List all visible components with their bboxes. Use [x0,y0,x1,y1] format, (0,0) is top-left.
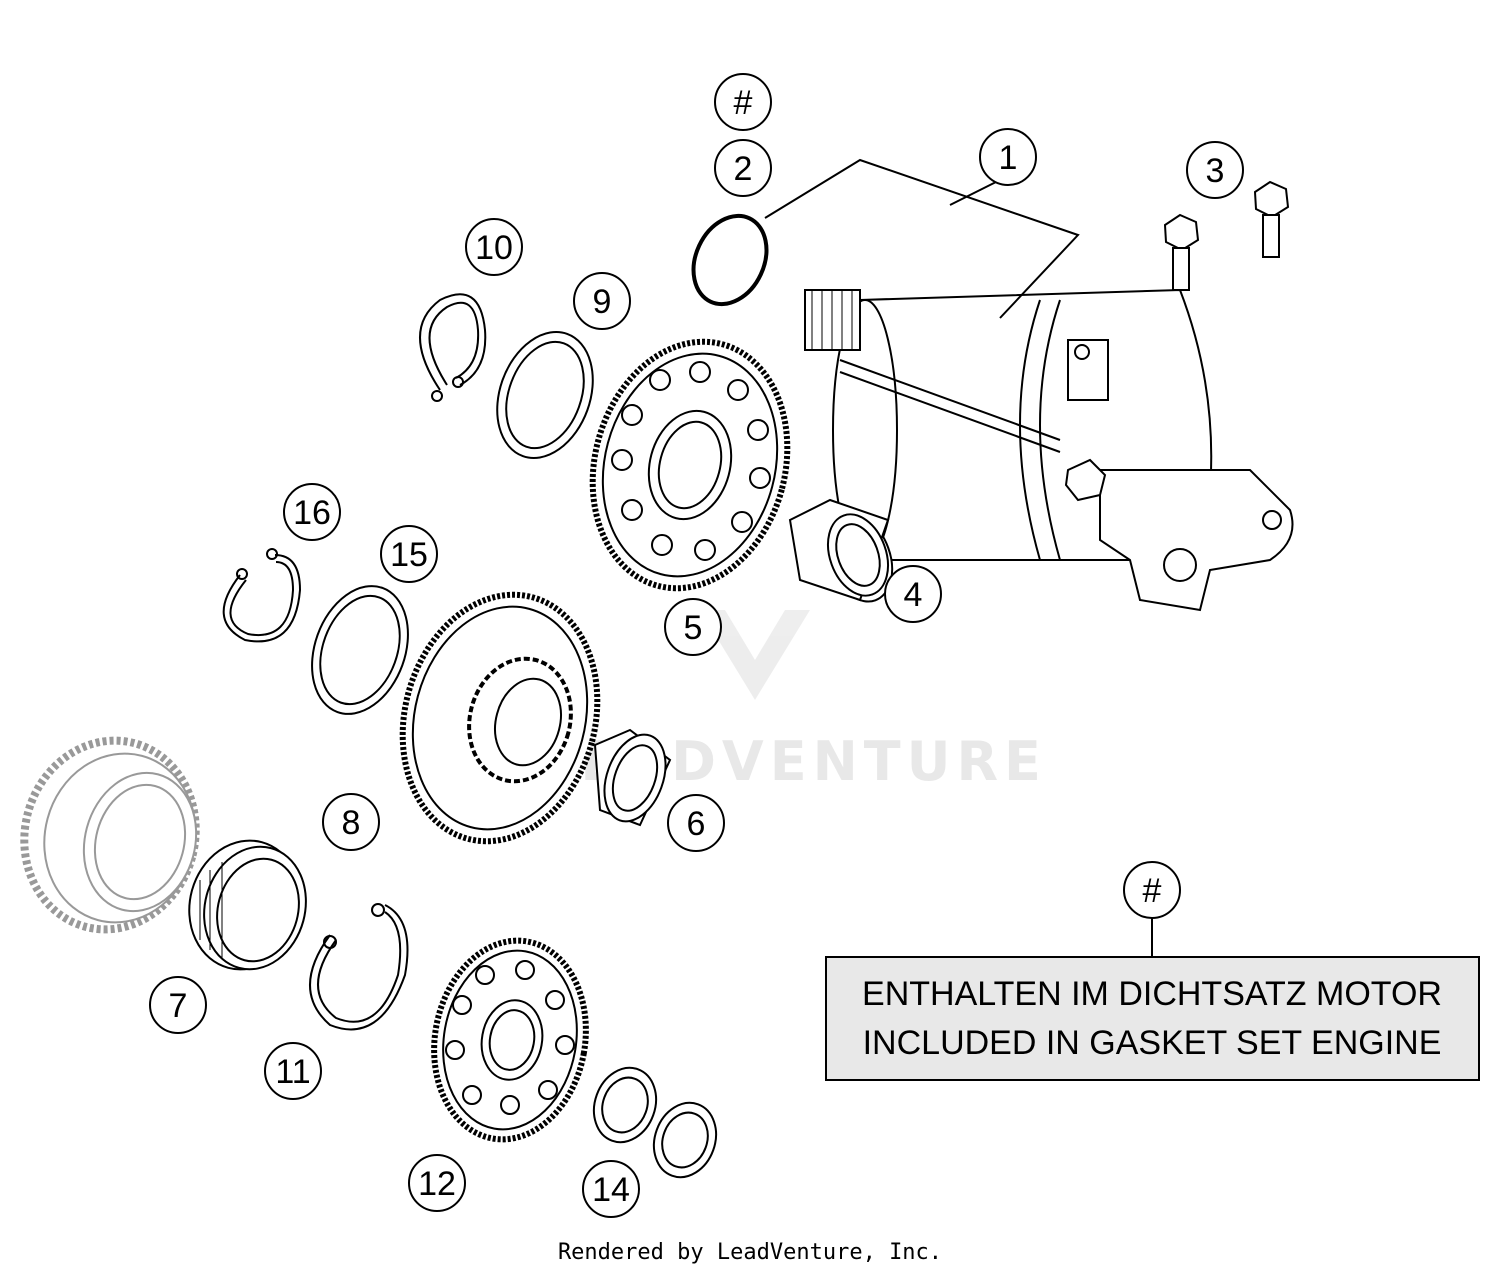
callout-hash-legend[interactable]: # [1123,861,1181,919]
freewheel-7[interactable] [175,828,319,982]
exploded-parts-diagram: LEADVENTURE [3,73,1480,1218]
needle-bearings-14[interactable] [584,1059,726,1186]
svg-text:#: # [1143,872,1162,910]
svg-text:8: 8 [342,804,361,842]
svg-text:4: 4 [904,576,923,614]
callout-2[interactable]: 2 [714,139,772,197]
callout-6[interactable]: 6 [667,794,725,852]
svg-text:10: 10 [475,229,513,267]
gear-5[interactable] [566,320,814,611]
legend-line-1: ENTHALTEN IM DICHTSATZ MOTOR [862,975,1442,1013]
needle-bearing-4[interactable] [788,498,904,611]
callout-4[interactable]: 4 [884,565,942,623]
washer-9[interactable] [480,319,609,472]
callout-7[interactable]: 7 [149,976,207,1034]
footer-credit: Rendered by LeadVenture, Inc. [557,1240,943,1265]
svg-text:2: 2 [734,150,753,188]
svg-text:1: 1 [999,139,1018,177]
callout-14[interactable]: 14 [582,1160,640,1218]
callout-8[interactable]: 8 [322,793,380,851]
bolts[interactable] [1163,180,1290,291]
circlip-16[interactable] [222,548,302,643]
callout-10[interactable]: 10 [465,218,523,276]
callout-5[interactable]: 5 [664,598,722,656]
svg-text:9: 9 [593,283,612,321]
callout-11[interactable]: 11 [264,1042,322,1100]
circlip-10[interactable] [419,293,487,402]
circlip-11[interactable] [309,903,409,1031]
callout-9[interactable]: 9 [573,272,631,330]
svg-text:16: 16 [293,494,331,532]
svg-text:6: 6 [687,805,706,843]
callout-hash-top[interactable]: # [714,73,772,131]
callouts: # 2 1 3 10 9 16 15 4 5 8 6 # 7 11 12 14 [149,73,1244,1218]
gear-12[interactable] [419,928,601,1151]
callout-1[interactable]: 1 [979,128,1037,186]
svg-text:11: 11 [275,1053,310,1091]
svg-text:14: 14 [592,1171,630,1209]
starter-motor[interactable] [804,288,1294,612]
svg-text:7: 7 [169,987,188,1025]
legend-box [825,956,1480,1081]
callout-3[interactable]: 3 [1186,141,1244,199]
o-ring[interactable] [680,204,781,316]
svg-text:3: 3 [1206,152,1225,190]
callout-12[interactable]: 12 [408,1154,466,1212]
callout-15[interactable]: 15 [380,525,438,583]
legend: ENTHALTEN IM DICHTSATZ MOTOR INCLUDED IN… [825,918,1480,1081]
gear-8[interactable] [376,573,624,864]
svg-text:5: 5 [684,609,703,647]
svg-text:12: 12 [418,1165,456,1203]
washer-15[interactable] [295,573,425,728]
freewheel-gear[interactable] [3,721,216,949]
needle-bearing-6[interactable] [593,726,676,830]
svg-text:15: 15 [390,536,428,574]
callout-16[interactable]: 16 [283,483,341,541]
legend-line-2: INCLUDED IN GASKET SET ENGINE [863,1024,1442,1062]
svg-text:#: # [734,84,753,122]
leader-lines [764,158,1080,319]
